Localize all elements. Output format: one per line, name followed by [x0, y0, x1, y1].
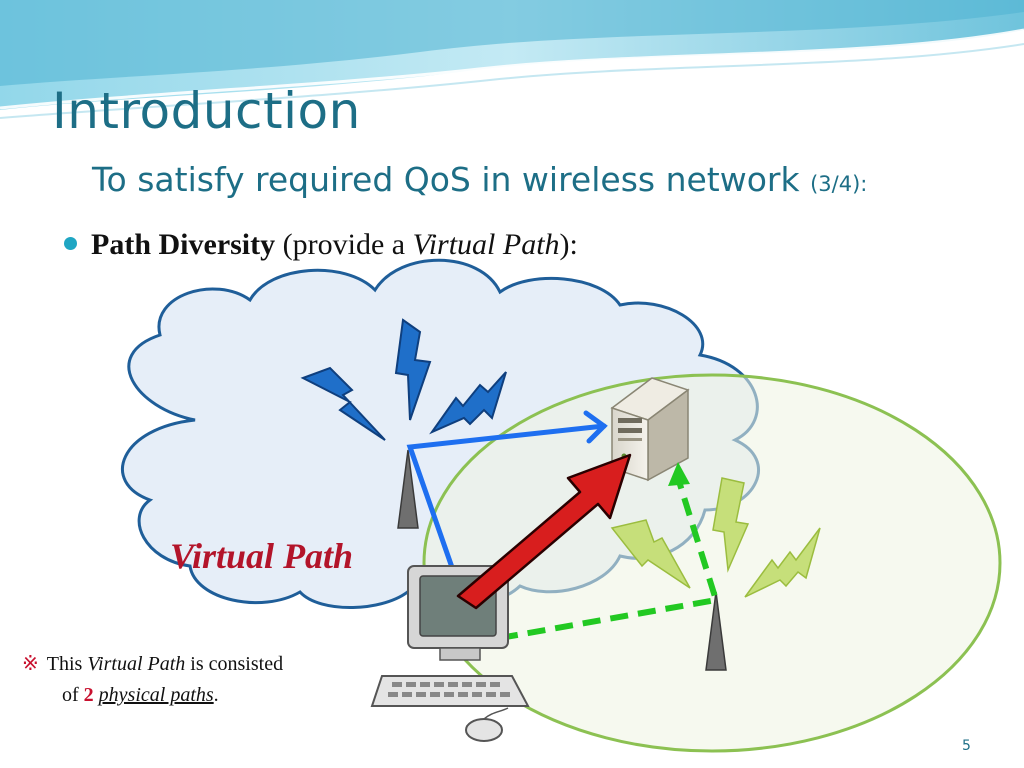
bullet-italic: Virtual Path — [412, 228, 560, 261]
footnote-italic-2: physical paths — [98, 684, 214, 706]
header-wave — [0, 0, 1024, 119]
footnote-line-1: ※ This Virtual Path is consisted — [22, 648, 283, 680]
green-bolt-1 — [712, 477, 750, 573]
red-virtual-path-arrow — [456, 453, 632, 610]
footnote-line-2: of 2 physical paths. — [22, 680, 283, 711]
footnote-text-1: This — [46, 653, 88, 675]
blue-bolt-1 — [300, 366, 386, 441]
bullet-text-2: ): — [559, 228, 578, 261]
subtitle-main: To satisfy required QoS in wireless netw… — [92, 160, 811, 199]
blue-bolt-2 — [394, 318, 432, 421]
blue-arrow-path — [406, 410, 608, 579]
tower-right — [705, 591, 727, 671]
virtual-path-label: Virtual Path — [170, 536, 354, 576]
bullet-text-1: (provide a — [275, 228, 413, 261]
blue-bolt-3 — [429, 371, 507, 435]
bullet-dot-icon — [64, 236, 77, 250]
subtitle-fraction: (3/4): — [810, 172, 868, 196]
blue-signal-bolts — [300, 318, 507, 441]
slide-title: Introduction — [52, 82, 361, 140]
green-arrowhead — [668, 462, 690, 486]
footnote-italic-1: Virtual Path — [87, 653, 186, 675]
reference-mark-icon: ※ — [22, 651, 39, 675]
footnote-text-2: is consisted — [185, 653, 284, 675]
bullet-path-diversity: Path Diversity (provide a Virtual Path): — [64, 228, 578, 262]
tower-left — [397, 449, 419, 529]
green-dashed-path — [499, 477, 720, 641]
green-bolt-3 — [744, 527, 821, 598]
slide-subtitle: To satisfy required QoS in wireless netw… — [92, 160, 867, 199]
footnote-period: . — [213, 684, 219, 706]
bullet-bold: Path Diversity — [91, 228, 276, 261]
green-signal-bolts — [610, 477, 821, 598]
page-number: 5 — [962, 738, 971, 754]
footnote-text-3: of — [62, 684, 84, 706]
green-bolt-2 — [610, 519, 691, 589]
coverage-area — [422, 373, 1002, 753]
footnote: ※ This Virtual Path is consisted of 2 phy… — [22, 648, 283, 711]
footnote-number: 2 — [83, 684, 94, 706]
